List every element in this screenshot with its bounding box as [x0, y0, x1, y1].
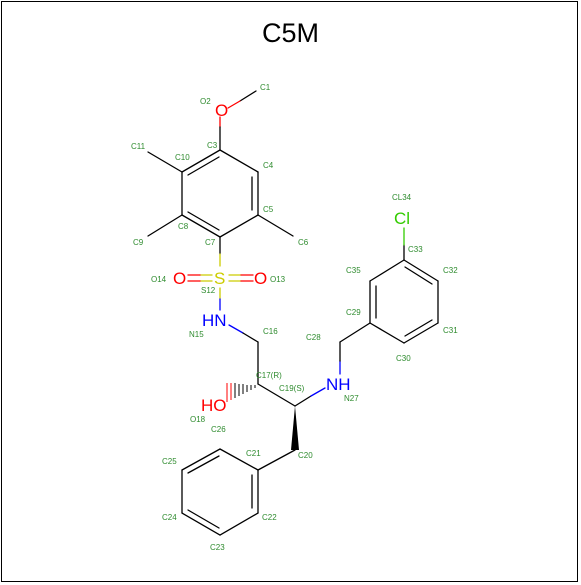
solid-wedge-c19-c20 [291, 406, 299, 450]
bond-c25-c26-inner [187, 455, 220, 474]
atom-label-c1: C1 [260, 83, 271, 92]
atom-label-c3: C3 [207, 141, 218, 150]
symbol-s12: S [214, 269, 225, 288]
atom-label-c28: C28 [306, 333, 321, 342]
bond-c17-c19 [257, 383, 296, 407]
bond-n15-c16-blue [228, 324, 244, 334]
bond-c23-c24 [181, 512, 221, 536]
atom-label-c9: C9 [133, 238, 144, 247]
symbol-o14: O [173, 269, 186, 288]
bond-c30-c29 [369, 322, 405, 344]
bond-c7-c8-inner [187, 211, 220, 231]
atom-label-c20: C20 [298, 451, 313, 460]
bond-c33-c32-inner [404, 266, 433, 285]
atom-label-c19: C19(S) [279, 384, 305, 393]
atom-label-c7: C7 [205, 238, 216, 247]
molecule-title: C5M [261, 18, 319, 48]
atom-label-c11: C11 [131, 142, 146, 151]
bond-c10-c3-inner [187, 156, 220, 176]
bond-c3-c4 [219, 149, 259, 173]
bond-c23-c24-inner [187, 509, 220, 529]
atom-label-c26: C26 [211, 425, 226, 434]
symbol-n27: NH [326, 375, 351, 394]
atom-label-c35: C35 [346, 266, 361, 275]
atom-label-c25: C25 [162, 457, 177, 466]
atom-label-c30: C30 [396, 354, 411, 363]
atom-label-o2: O2 [200, 97, 211, 106]
bonds [147, 90, 439, 536]
atom-label-cl34: CL34 [392, 193, 412, 202]
bond-c8-c9 [147, 214, 183, 237]
atom-label-c17: C17(R) [256, 371, 282, 380]
symbol-n15: HN [202, 311, 227, 330]
bond-c35-c33 [369, 259, 405, 282]
atom-label-s12: S12 [201, 286, 216, 295]
atom-label-c16: C16 [263, 327, 278, 336]
bond-c1-o2 [239, 90, 257, 102]
atom-label-c23: C23 [210, 543, 225, 552]
bond-c19-n27-blue [310, 387, 326, 397]
symbol-o13: O [254, 269, 267, 288]
atom-label-c33: C33 [408, 245, 423, 254]
symbol-o18: HO [201, 396, 227, 415]
bond-c28-c29 [339, 322, 371, 343]
bond-c31-c30 [403, 322, 439, 344]
atom-label-n27: N27 [344, 394, 359, 403]
atom-label-o14: O14 [151, 275, 167, 284]
bond-c22-c23 [219, 512, 259, 536]
bond-c1-o2-red [227, 100, 241, 109]
bond-c19-n27 [294, 395, 312, 407]
bond-n15-c16 [242, 332, 259, 343]
bond-c26-c21 [219, 448, 259, 471]
atom-label-c4: C4 [263, 161, 274, 170]
atom-label-c29: C29 [346, 308, 361, 317]
bond-c10-c3 [181, 149, 221, 173]
hashed-wedge-c17-o18 [226, 383, 256, 402]
bond-c33-c32 [403, 259, 439, 282]
bond-c20-c21 [257, 449, 296, 471]
bond-c31-c30-inner [404, 319, 433, 337]
atom-label-c31: C31 [443, 326, 458, 335]
element-symbols: O S O O HN HO NH Cl [173, 101, 410, 415]
atom-label-o18: O18 [190, 415, 206, 424]
bond-c25-c26 [181, 448, 221, 471]
atom-label-c21: C21 [246, 449, 261, 458]
atom-label-n15: N15 [189, 330, 204, 339]
atom-label-c10: C10 [175, 153, 190, 162]
atom-label-c32: C32 [443, 266, 458, 275]
bond-c7-c8 [181, 214, 221, 238]
symbol-o2: O [215, 101, 228, 120]
atom-label-c24: C24 [162, 513, 177, 522]
atom-labels: C1 O2 C3 C4 C5 C6 C7 C8 C9 C10 C11 S12 O… [131, 83, 458, 552]
bond-c5-c7 [219, 214, 259, 238]
atom-label-c8: C8 [178, 222, 189, 231]
symbol-cl34: Cl [394, 209, 410, 228]
bond-c5-c6 [257, 214, 294, 237]
atom-label-o13: O13 [270, 275, 286, 284]
atom-label-c5: C5 [263, 205, 274, 214]
atom-label-c6: C6 [298, 238, 309, 247]
bond-c10-c11 [147, 151, 183, 173]
atom-label-c22: C22 [262, 513, 277, 522]
